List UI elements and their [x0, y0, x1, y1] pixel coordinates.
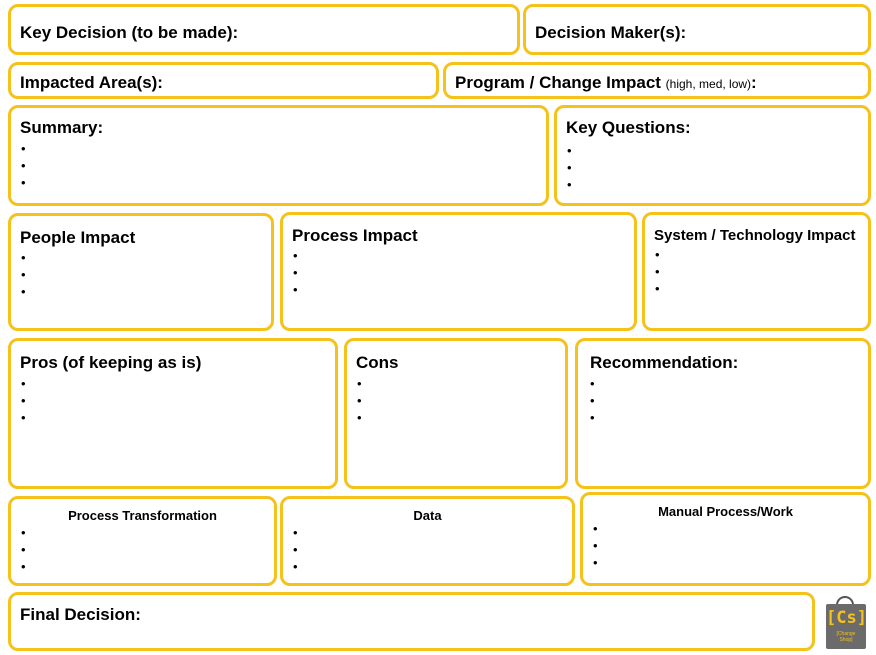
people-impact-bullet: [21, 283, 31, 300]
data-title: Data: [413, 508, 442, 523]
program-change-impact-colon: :: [751, 73, 757, 92]
data-box[interactable]: Data: [280, 496, 575, 586]
cons-box[interactable]: Cons: [344, 338, 568, 489]
cons-title: Cons: [356, 353, 399, 372]
summary-bullet: [21, 174, 31, 191]
logo-bag-handle: [836, 596, 854, 610]
key-questions-bullet: [567, 159, 577, 176]
process-impact-box[interactable]: Process Impact: [280, 212, 637, 331]
change-shop-logo: [Cs] [Change Shop]: [824, 596, 868, 650]
decision-makers-box[interactable]: Decision Maker(s):: [523, 4, 871, 55]
system-impact-bullets: [655, 246, 665, 297]
summary-bullet: [21, 157, 31, 174]
key-decision-label: Key Decision (to be made):: [20, 23, 239, 42]
cons-bullet: [357, 375, 367, 392]
recommendation-bullets: [590, 375, 600, 426]
final-decision-title: Final Decision:: [20, 605, 141, 624]
key-questions-bullet: [567, 142, 577, 159]
system-impact-bullet: [655, 280, 665, 297]
system-impact-bullet: [655, 263, 665, 280]
recommendation-bullet: [590, 375, 600, 392]
program-change-impact-label: Program / Change Impact (high, med, low)…: [455, 73, 757, 93]
pros-bullet: [21, 409, 31, 426]
program-change-impact-box[interactable]: Program / Change Impact (high, med, low)…: [443, 62, 871, 99]
process-impact-bullets: [293, 247, 303, 298]
key-questions-box[interactable]: Key Questions:: [554, 105, 871, 206]
recommendation-bullet: [590, 409, 600, 426]
process-transformation-bullet: [21, 541, 31, 558]
pros-box[interactable]: Pros (of keeping as is): [8, 338, 338, 489]
process-impact-bullet: [293, 264, 303, 281]
program-change-impact-hint: (high, med, low): [665, 77, 752, 91]
manual-process-title: Manual Process/Work: [658, 504, 793, 519]
pros-title: Pros (of keeping as is): [20, 353, 202, 372]
data-bullet: [293, 558, 303, 575]
data-bullets: [293, 524, 303, 575]
summary-bullet: [21, 140, 31, 157]
people-impact-title: People Impact: [20, 228, 136, 247]
summary-title: Summary:: [20, 118, 104, 137]
key-decision-box[interactable]: Key Decision (to be made):: [8, 4, 520, 55]
key-questions-bullets: [567, 142, 577, 193]
recommendation-title: Recommendation:: [590, 353, 739, 372]
process-transformation-bullets: [21, 524, 31, 575]
process-transformation-bullet: [21, 558, 31, 575]
recommendation-box[interactable]: Recommendation:: [575, 338, 871, 489]
manual-process-box[interactable]: Manual Process/Work: [580, 492, 871, 586]
pros-bullet: [21, 375, 31, 392]
summary-box[interactable]: Summary:: [8, 105, 549, 206]
system-impact-title: System / Technology Impact: [654, 227, 856, 244]
decision-makers-label: Decision Maker(s):: [535, 23, 687, 42]
impacted-areas-label: Impacted Area(s):: [20, 73, 163, 92]
key-questions-bullet: [567, 176, 577, 193]
manual-process-bullet: [593, 554, 603, 571]
manual-process-bullet: [593, 537, 603, 554]
final-decision-box[interactable]: Final Decision:: [8, 592, 815, 651]
pros-bullets: [21, 375, 31, 426]
manual-process-bullets: [593, 520, 603, 571]
manual-process-bullet: [593, 520, 603, 537]
process-transformation-box[interactable]: Process Transformation: [8, 496, 277, 586]
people-impact-bullet: [21, 266, 31, 283]
summary-bullets: [21, 140, 31, 191]
cons-bullet: [357, 409, 367, 426]
people-impact-bullet: [21, 249, 31, 266]
program-change-impact-text: Program / Change Impact: [455, 73, 666, 92]
data-bullet: [293, 524, 303, 541]
logo-mark: [Cs]: [826, 608, 867, 628]
cons-bullets: [357, 375, 367, 426]
people-impact-box[interactable]: People Impact: [8, 213, 274, 331]
process-impact-bullet: [293, 247, 303, 264]
process-impact-title: Process Impact: [292, 226, 418, 245]
process-transformation-title: Process Transformation: [68, 508, 217, 523]
logo-text-line1: [Change: [836, 631, 856, 637]
data-bullet: [293, 541, 303, 558]
logo-bag: [Cs] [Change Shop]: [826, 604, 867, 649]
system-impact-bullet: [655, 246, 665, 263]
recommendation-bullet: [590, 392, 600, 409]
cons-bullet: [357, 392, 367, 409]
pros-bullet: [21, 392, 31, 409]
key-questions-title: Key Questions:: [566, 118, 691, 137]
process-transformation-bullet: [21, 524, 31, 541]
process-impact-bullet: [293, 281, 303, 298]
logo-text-line2: Shop]: [839, 637, 853, 643]
impacted-areas-box[interactable]: Impacted Area(s):: [8, 62, 439, 99]
logo-text: [Change Shop]: [826, 631, 866, 643]
system-impact-box[interactable]: System / Technology Impact: [642, 212, 871, 331]
people-impact-bullets: [21, 249, 31, 300]
